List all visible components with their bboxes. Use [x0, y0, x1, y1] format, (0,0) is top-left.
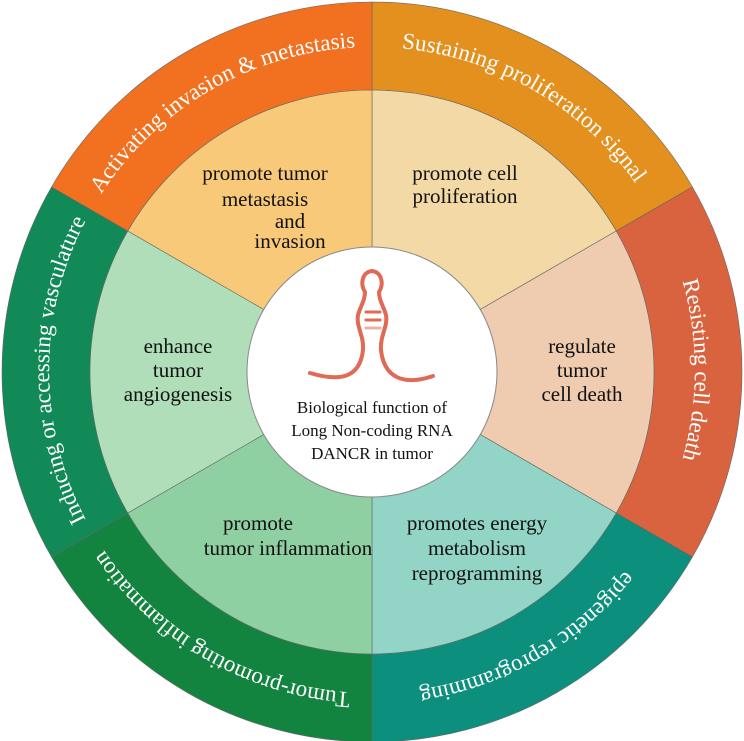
inner-label-resisting-cell-death-line-3: cell death — [541, 382, 623, 406]
inner-label-resisting-cell-death-line-2: tumor — [557, 358, 607, 382]
inner-label-activating-invasion-metastasis-line-1: promote tumor — [202, 161, 327, 185]
inner-label-inducing-or-accessing-vasculature-line-1: enhance — [144, 334, 213, 358]
inner-label-epigenetic-reprogramming-line-3: reprogramming — [412, 561, 543, 585]
rna-hairpin-icon — [308, 268, 435, 382]
center-title-line-3: DANCR in tumor — [311, 444, 433, 463]
inner-label-sustaining-proliferation-signal-line-1: promote cell — [412, 161, 518, 185]
inner-label-activating-invasion-metastasis-line-2: metastasis — [222, 187, 308, 211]
inner-label-activating-invasion-metastasis-line-4: invasion — [254, 229, 326, 253]
center-title-line-1: Biological function of — [297, 398, 447, 417]
inner-label-inducing-or-accessing-vasculature-line-3: angiogenesis — [124, 382, 232, 406]
inner-label-tumor-promoting-inflammation-line-2: tumor inflammation — [204, 536, 373, 560]
center-circle — [246, 246, 498, 498]
inner-label-tumor-promoting-inflammation-line-1: promote — [223, 511, 293, 535]
inner-label-epigenetic-reprogramming-line-1: promotes energy — [407, 511, 548, 535]
inner-label-resisting-cell-death-line-1: regulate — [548, 334, 616, 358]
inner-label-activating-invasion-metastasis-line-3: and — [275, 209, 306, 233]
inner-label-inducing-or-accessing-vasculature-line-2: tumor — [153, 358, 203, 382]
inner-label-sustaining-proliferation-signal-line-2: proliferation — [413, 184, 518, 208]
center-title-line-2: Long Non-coding RNA — [291, 421, 453, 440]
inner-label-epigenetic-reprogramming-line-2: metabolism — [428, 536, 526, 560]
